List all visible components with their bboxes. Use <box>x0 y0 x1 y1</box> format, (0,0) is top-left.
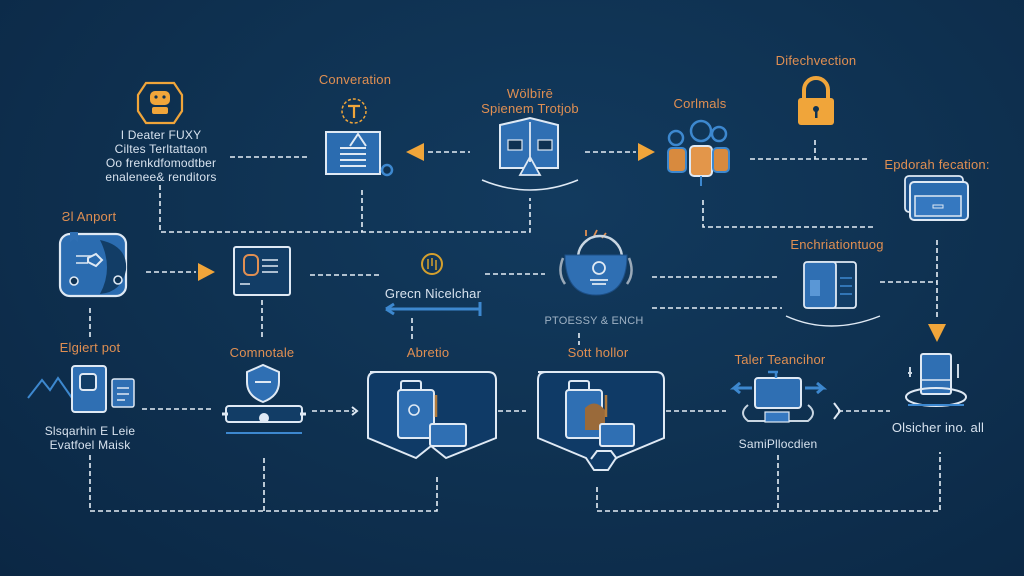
elgiert-caption: Slsqarhin E Leie Evatfoel Maisk <box>44 424 136 452</box>
conversation-label: Converation <box>318 72 392 87</box>
arrow-chevron-abretio <box>351 406 359 416</box>
arrow-chevron-olsicher <box>833 402 842 420</box>
shield-book-icon <box>481 116 579 191</box>
soltholor-label: Sott hollor <box>567 345 629 360</box>
comnotale-label: Comnotale <box>229 345 295 360</box>
connectors <box>89 140 946 512</box>
spienem-label: Wölbīrē Spienem Trotjob <box>481 86 579 116</box>
taler-label: Taler Teancihor <box>734 352 826 367</box>
connector-bottom-bus-left <box>89 455 438 512</box>
badge-coin-icon <box>385 253 482 316</box>
checklist-screen-icon <box>233 246 291 296</box>
robot-caption: I Deater FUXY Ciltes Terltattaon Oo fren… <box>105 128 217 184</box>
transfer-monitor-icon <box>729 370 828 423</box>
connector-bottom-bus-right <box>596 452 941 512</box>
folder-stack-icon <box>904 175 969 221</box>
connector-corlmals-down <box>702 200 875 228</box>
cloud-panel-icon <box>58 232 128 298</box>
users-group-icon <box>667 119 730 186</box>
padlock-icon <box>798 76 834 125</box>
document-monitor-icon <box>325 98 394 177</box>
mountain-card-icon <box>27 365 135 413</box>
device-platform-icon <box>905 353 967 407</box>
enchriation-label: Enchriationtuog <box>790 237 884 252</box>
arrow-left-head <box>406 143 424 161</box>
elgiert-label: Elgiert pot <box>59 340 121 355</box>
container-box-icon-2 <box>537 371 665 471</box>
green-caption: Grecn Nicelchar <box>384 286 482 301</box>
taler-caption: SamiPllocdien <box>738 437 818 451</box>
server-case-icon <box>785 261 881 327</box>
corlmals-label: Corlmals <box>673 96 727 111</box>
arrow-right-head <box>638 143 655 161</box>
bucket-caption: PTOESSY & ENCH <box>544 315 644 327</box>
abretio-label: Abretio <box>406 345 450 360</box>
olsicher-caption: Olsicher ino. all <box>891 420 985 435</box>
shield-scroll-icon <box>222 363 306 434</box>
connector-top-bus <box>159 185 531 233</box>
difechvection-label: Difechvection <box>775 53 857 68</box>
epdorah-label: Epdorah fecation: <box>884 157 990 172</box>
arrow-right-head-2 <box>198 263 215 281</box>
robot-icon <box>136 81 184 125</box>
anport-label: Ƨl Anport <box>61 209 117 224</box>
bucket-bulb-icon <box>559 229 633 296</box>
arrow-down-head <box>928 324 946 342</box>
container-box-icon <box>367 371 497 460</box>
